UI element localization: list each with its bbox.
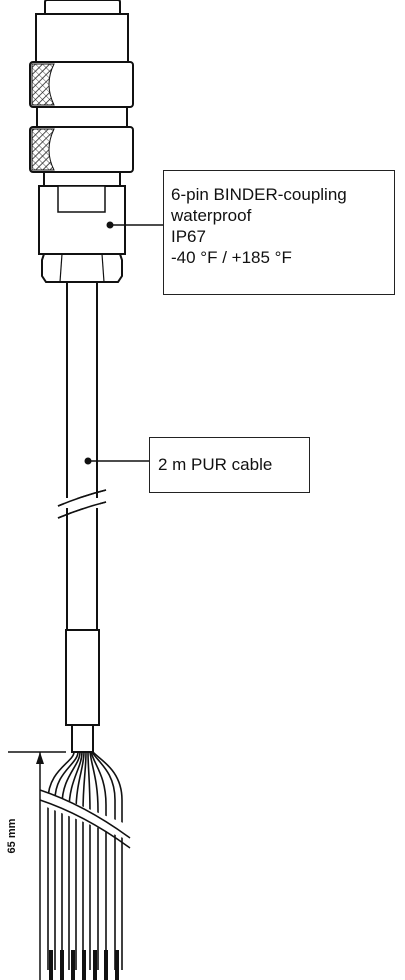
cable-jacket	[57, 282, 107, 753]
lead-length-dimension-label: 65 mm	[6, 818, 18, 854]
dimension-line	[8, 751, 66, 980]
temperature-range-label: -40 °F / +185 °F	[171, 248, 292, 267]
connector-type-label: 6-pin BINDER-coupling	[171, 185, 347, 204]
connector-leader	[106, 221, 164, 229]
cable-spec-callout: 2 m PUR cable	[149, 437, 310, 493]
connector-spec-callout: 6-pin BINDER-coupling waterproof IP67 -4…	[163, 170, 395, 295]
connector-housing	[29, 0, 134, 283]
ip-rating-label: IP67	[171, 227, 206, 246]
cable-length-label: 2 m PUR cable	[158, 455, 273, 474]
waterproof-label: waterproof	[171, 206, 252, 225]
cable-leader	[84, 457, 149, 465]
wire-leads	[39, 751, 131, 980]
